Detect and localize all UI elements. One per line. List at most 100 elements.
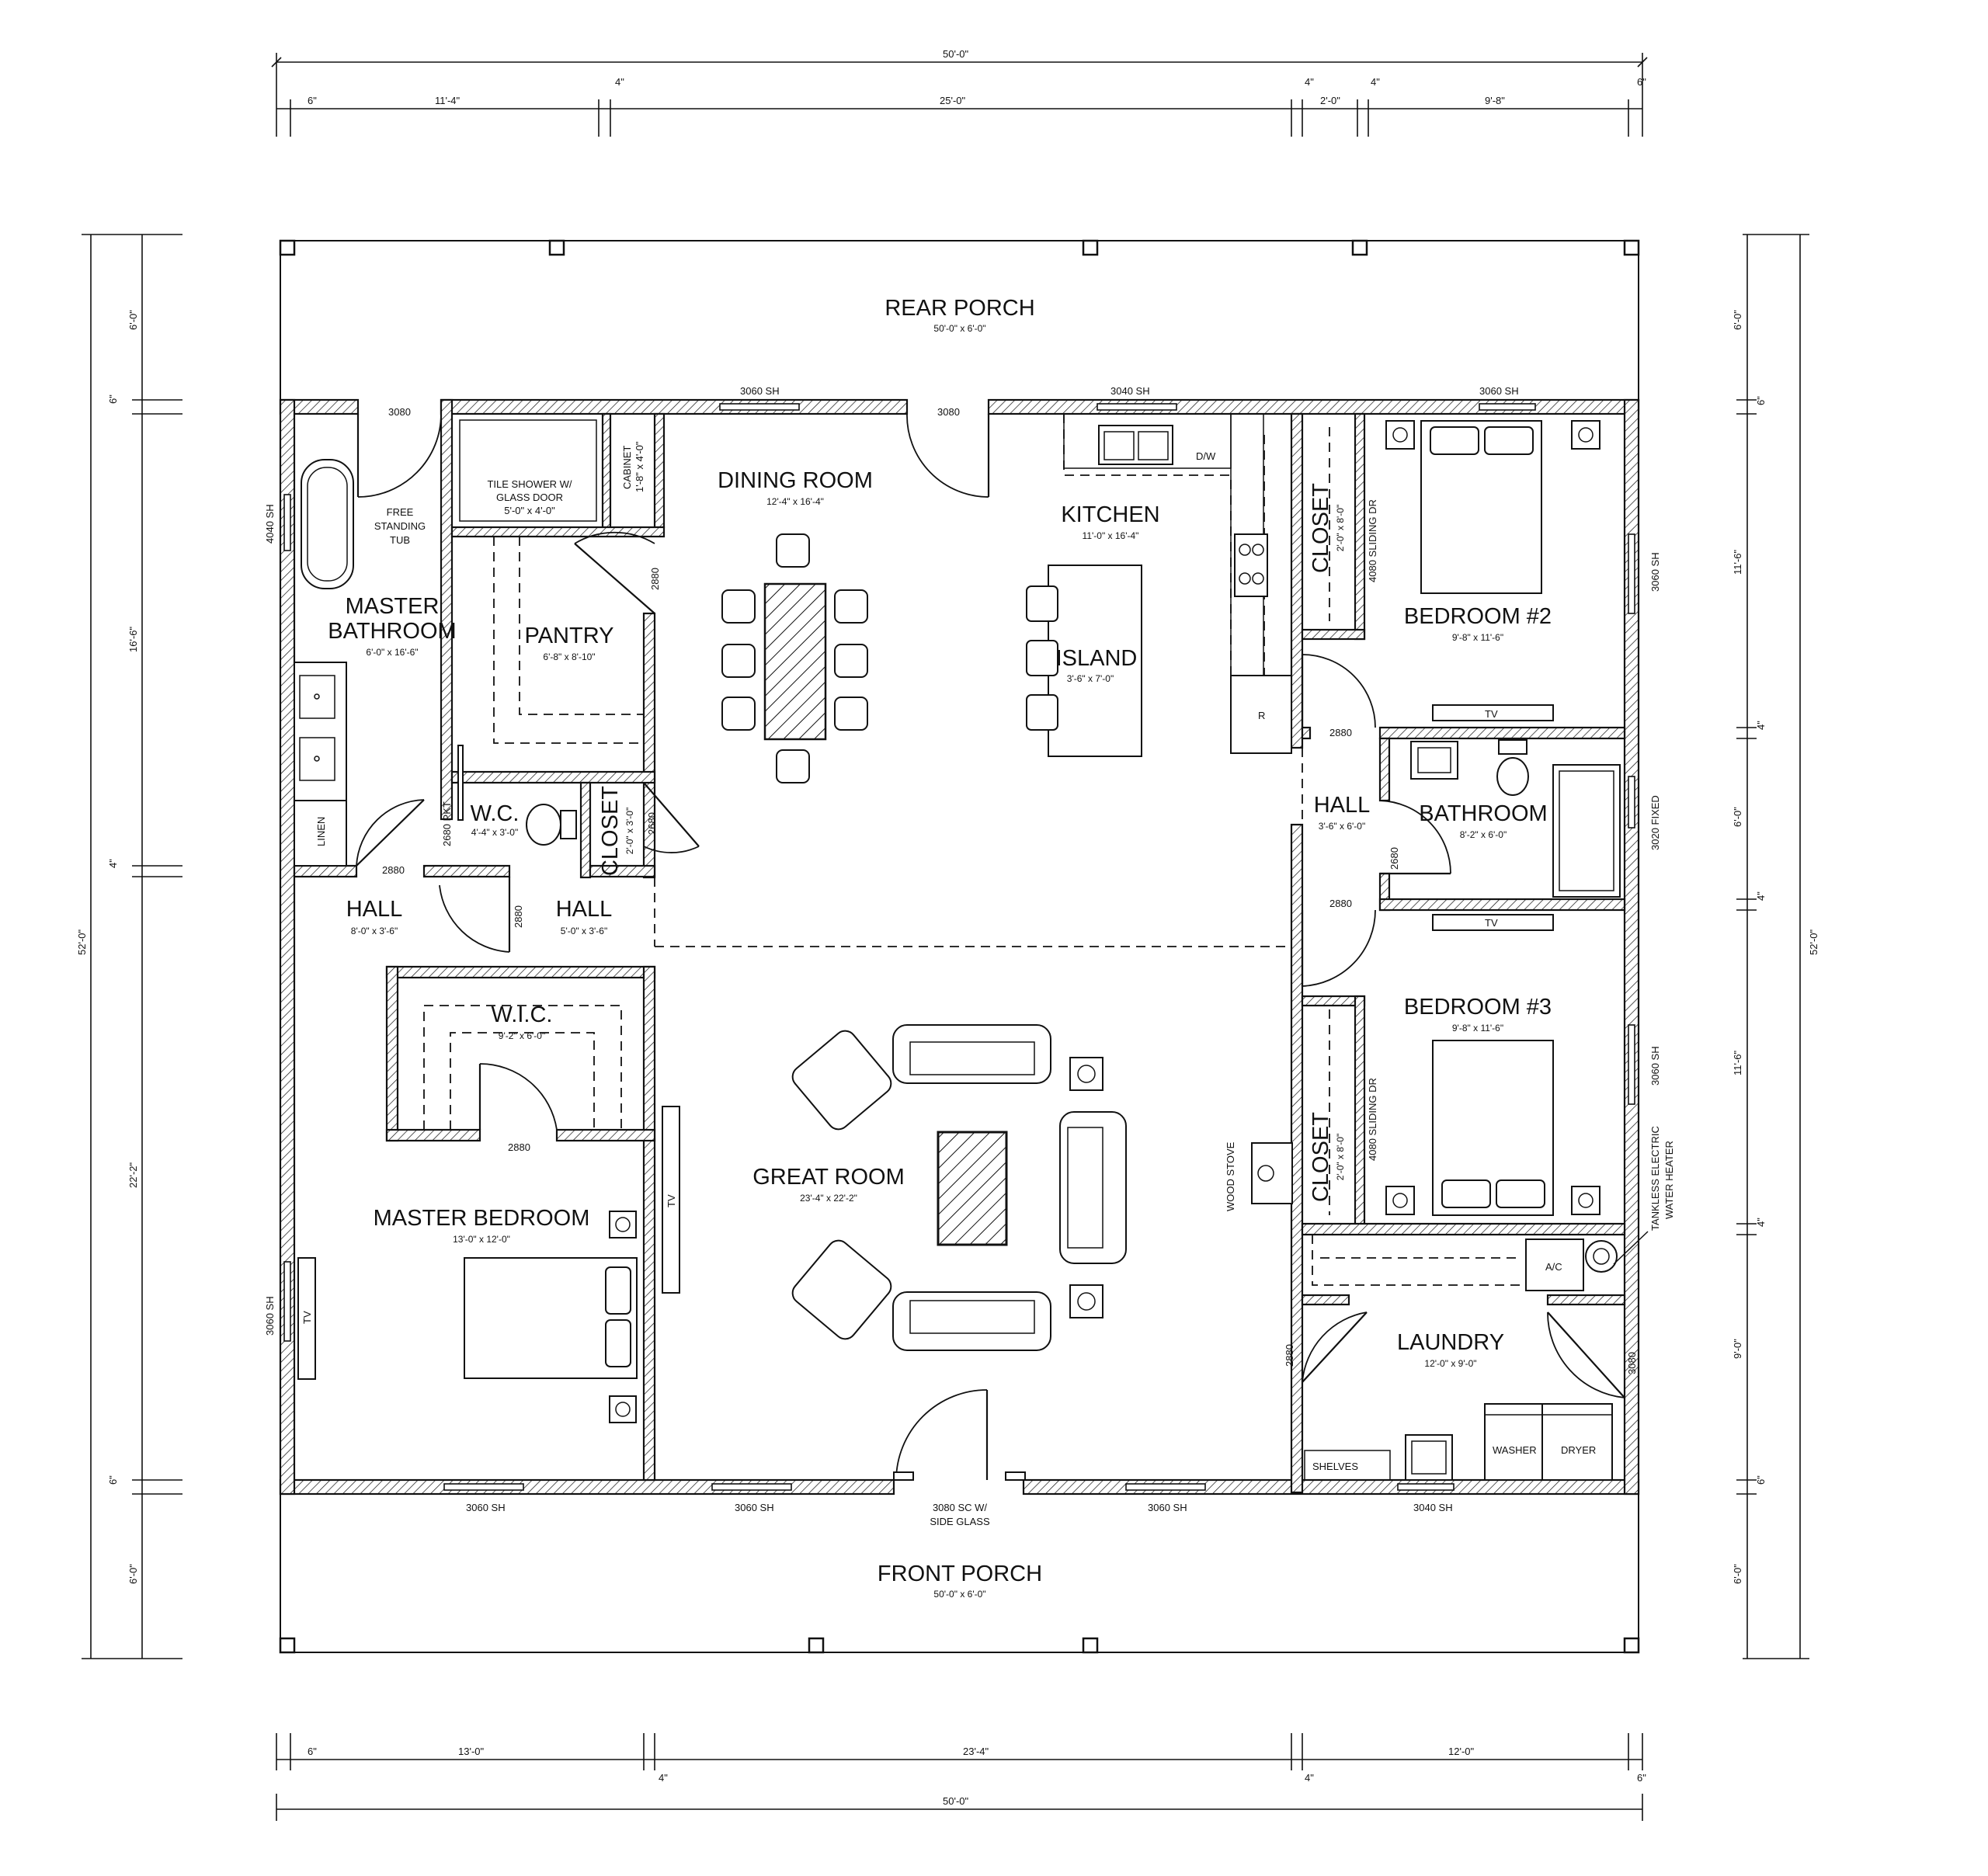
- master-bedroom-name: MASTER BEDROOM: [374, 1206, 590, 1231]
- bedroom3-dim: 9'-8" x 11'-6": [1452, 1023, 1503, 1034]
- left-seg-4: 4": [107, 859, 119, 868]
- closet-bedroom2: CLOSET 2'-0" x 8'-0" 4080 SLIDING DR: [1309, 483, 1378, 582]
- bottom-seg-6: 12'-0": [1448, 1746, 1475, 1757]
- island-dim: 3'-6" x 7'-0": [1067, 673, 1114, 684]
- closet-wc-dim: 2'-0" x 3'-0": [624, 808, 635, 854]
- right-seg-3: 11'-6": [1732, 549, 1743, 575]
- hall-right: HALL 3'-6" x 6'-0": [1314, 793, 1371, 832]
- shower-label-1: TILE SHOWER W/: [487, 478, 572, 490]
- dw-label: D/W: [1196, 450, 1216, 462]
- window-front-3: 3060 SH: [1148, 1502, 1187, 1513]
- island-icon: [1048, 565, 1142, 757]
- sofa-icon: [1059, 1111, 1127, 1264]
- right-seg-4: 4": [1755, 721, 1767, 730]
- hall-left-name: HALL: [346, 897, 403, 922]
- door-bedroom2: 2880: [1329, 727, 1352, 738]
- window-master-bed: 3060 SH: [264, 1296, 276, 1336]
- door-laundry-ext: 3080: [1626, 1352, 1638, 1374]
- door-closet-wc: 2680: [646, 812, 658, 835]
- door-front-line1: 3080 SC W/: [933, 1502, 987, 1513]
- left-seg-7: 6'-0": [127, 1564, 139, 1584]
- wic-name: W.I.C.: [492, 1002, 553, 1027]
- tv-icon: [1432, 914, 1554, 931]
- rear-porch: REAR PORCH 50'-0" x 6'-0": [279, 239, 1640, 400]
- ac-label: A/C: [1545, 1261, 1562, 1273]
- dining-table-icon: [763, 582, 827, 741]
- water-heater-icon: [1585, 1240, 1618, 1273]
- nightstand-icon: [1385, 420, 1415, 450]
- tub-label-3: TUB: [390, 534, 410, 546]
- linen-cabinet: [294, 800, 347, 867]
- utility-sink-icon: [1405, 1434, 1453, 1481]
- window-front-1: 3060 SH: [466, 1502, 506, 1513]
- master-bedroom-dim: 13'-0" x 12'-0": [453, 1234, 510, 1245]
- door-bathroom: 2680: [1388, 847, 1400, 870]
- closet-wc-name: CLOSET: [598, 786, 623, 876]
- closet-b3-dim: 2'-0" x 8'-0": [1335, 1134, 1346, 1180]
- dining-room-dim: 12'-4" x 16'-4": [766, 496, 824, 507]
- front-porch-dim: 50'-0" x 6'-0": [933, 1589, 985, 1600]
- bathroom-name: BATHROOM: [1419, 801, 1547, 826]
- top-seg-4: 25'-0": [940, 95, 966, 106]
- left-seg-6: 6": [107, 1475, 119, 1485]
- armchair-icon: [791, 1239, 892, 1340]
- hall-mid-name: HALL: [556, 897, 613, 922]
- tub-label-1: FREE: [387, 506, 414, 518]
- laundry-name: LAUNDRY: [1397, 1330, 1504, 1355]
- bedroom3-name: BEDROOM #3: [1404, 995, 1552, 1020]
- door-bedroom3: 2880: [1329, 898, 1352, 909]
- bathtub-icon: [1552, 764, 1621, 898]
- window-master-bath: 4040 SH: [264, 504, 276, 544]
- shelves: [1304, 1450, 1391, 1481]
- tub-icon: [301, 459, 354, 589]
- shower-label-3: 5'-0" x 4'-0": [504, 505, 555, 516]
- window-bedroom3: 3060 SH: [1649, 1046, 1661, 1086]
- hall-left-dim: 8'-0" x 3'-6": [351, 926, 398, 936]
- shelves-label: SHELVES: [1312, 1461, 1358, 1472]
- master-bath-dim: 6'-0" x 16'-6": [366, 647, 418, 658]
- bottom-seg-3: 4": [659, 1772, 668, 1784]
- island-name: ISLAND: [1056, 646, 1138, 671]
- right-overall-dim: 52'-0": [1808, 929, 1819, 955]
- nightstand-icon: [1385, 1186, 1415, 1215]
- bedroom2-dim: 9'-8" x 11'-6": [1452, 632, 1503, 643]
- dimensions-right: 52'-0" 6'-0" 6" 11'-6" 4" 6'-0" 4" 11'-6…: [1732, 234, 1819, 1659]
- top-seg-9: 6": [1637, 76, 1646, 88]
- tub-label-2: STANDING: [374, 520, 426, 532]
- great-room-dim: 23'-4" x 22'-2": [800, 1193, 857, 1204]
- kitchen-dim: 11'-0" x 16'-4": [1083, 530, 1139, 541]
- window-dining: 3060 SH: [740, 385, 780, 397]
- sofa-icon: [892, 1291, 1051, 1351]
- tv-master: TV: [301, 1311, 313, 1324]
- right-seg-8: 4": [1755, 1218, 1767, 1227]
- door-wic: 2880: [508, 1141, 530, 1153]
- top-seg-3: 4": [615, 76, 624, 88]
- bedroom2: BEDROOM #2 9'-8" x 11'-6" TV: [1385, 420, 1600, 721]
- left-overall-dim: 52'-0": [76, 929, 88, 955]
- dryer-icon: [1541, 1403, 1613, 1481]
- water-heater-label-2: WATER HEATER: [1663, 1141, 1675, 1219]
- wic-dim: 9'-2" x 6'-0": [499, 1030, 545, 1041]
- top-seg-7: 4": [1371, 76, 1380, 88]
- end-table-icon: [1069, 1284, 1103, 1318]
- sofa-icon: [892, 1024, 1051, 1084]
- fridge-label: R: [1258, 710, 1265, 721]
- washer-icon: [1484, 1403, 1543, 1481]
- toilet-icon: [1496, 757, 1529, 796]
- end-table-icon: [1069, 1057, 1103, 1091]
- left-seg-2: 6": [107, 394, 119, 404]
- front-porch-name: FRONT PORCH: [878, 1562, 1042, 1586]
- bathroom-dim: 8'-2" x 6'-0": [1460, 829, 1507, 840]
- dryer-label: DRYER: [1561, 1444, 1596, 1456]
- bottom-overall-dim: 50'-0": [943, 1795, 969, 1807]
- washer-label: WASHER: [1493, 1444, 1537, 1456]
- left-seg-1: 6'-0": [127, 310, 139, 330]
- top-seg-8: 9'-8": [1485, 95, 1505, 106]
- window-bedroom2-side: 3060 SH: [1649, 552, 1661, 592]
- right-seg-10: 6": [1755, 1475, 1767, 1485]
- mechanical: A/C TANKLESS ELECTRIC WATER HEATER: [1525, 1126, 1675, 1291]
- wc-dim: 4'-4" x 3'-0": [471, 827, 518, 838]
- left-seg-3: 16'-6": [127, 626, 139, 652]
- kitchen-name: KITCHEN: [1061, 502, 1159, 527]
